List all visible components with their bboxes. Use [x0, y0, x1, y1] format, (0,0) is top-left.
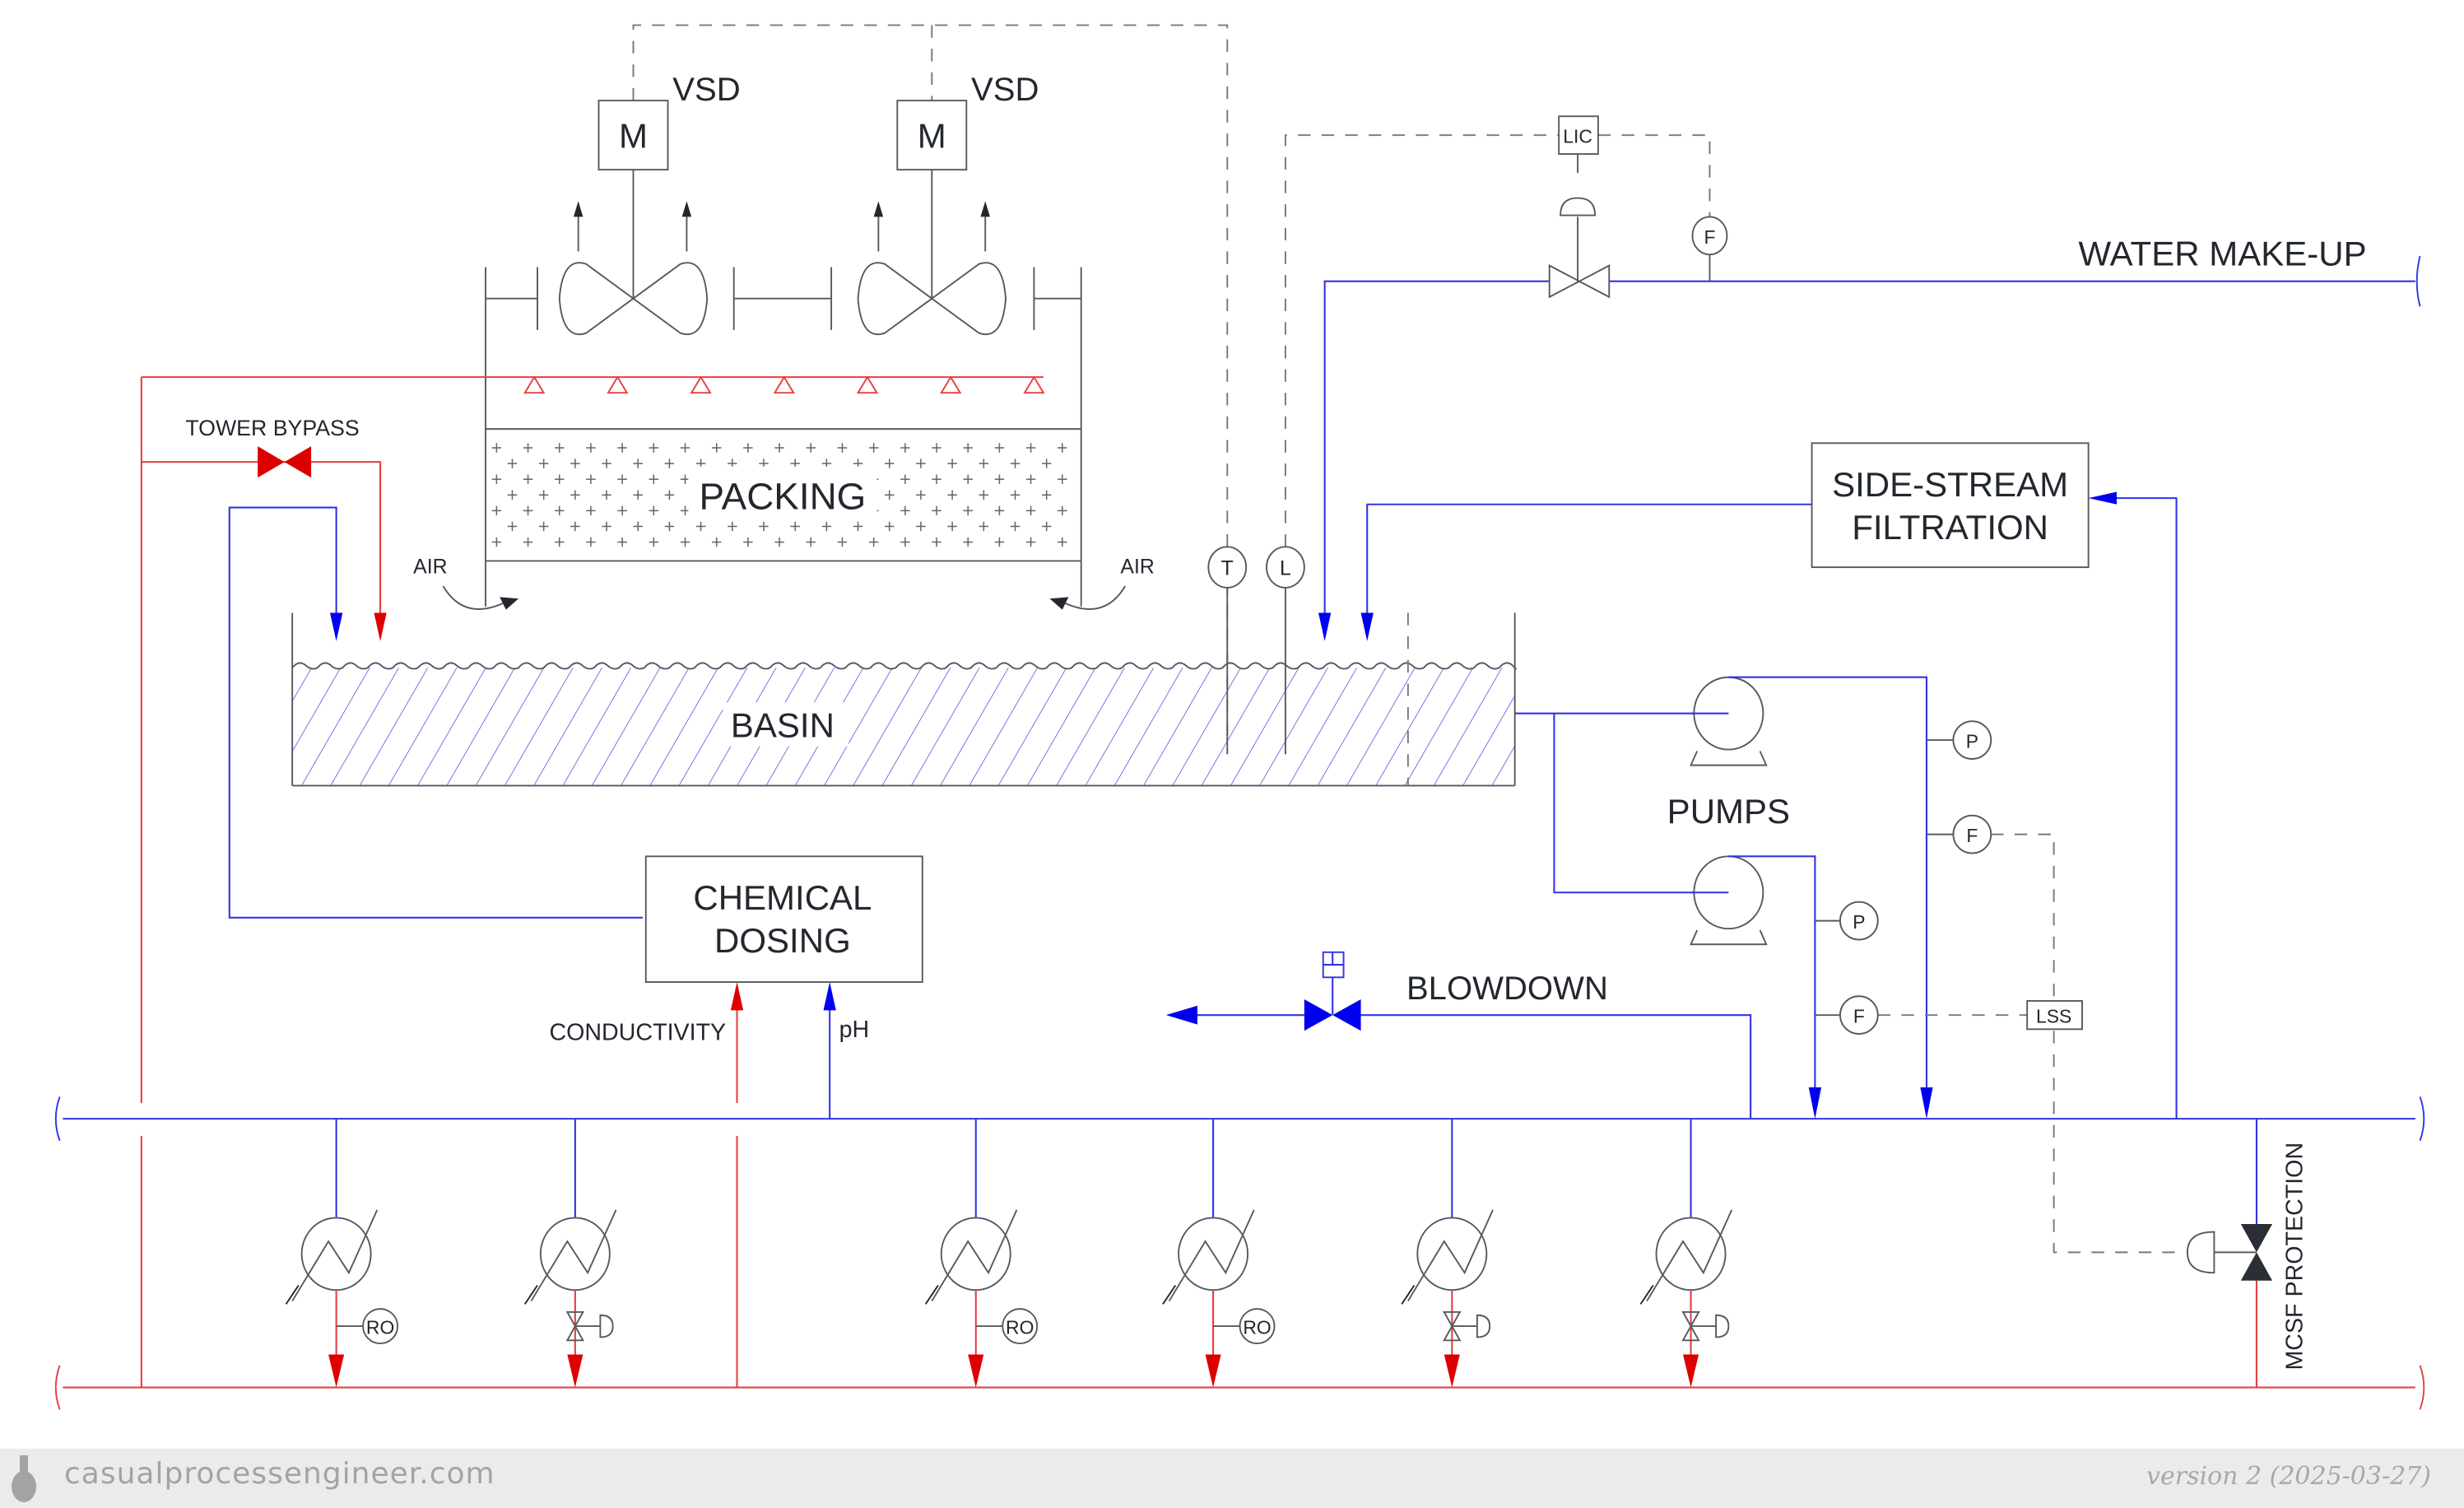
cooling-water-return-header [54, 1365, 2425, 1410]
restriction-orifice[interactable]: RO [975, 1308, 1039, 1345]
low-signal-selector-lss[interactable]: LSS [2026, 1000, 2083, 1031]
pumps-label: PUMPS [1667, 792, 1790, 831]
svg-text:F: F [1966, 825, 1978, 846]
restriction-orifice[interactable]: RO [1213, 1308, 1276, 1345]
pump-2-discharge-arrow [1808, 1087, 1822, 1119]
temperature-indicator[interactable]: T [1207, 546, 1248, 755]
mcsf-label: MCSF PROTECTION [2281, 1143, 2308, 1371]
level-transmitter[interactable]: L [1266, 134, 1560, 755]
basin[interactable]: BASIN [291, 612, 1517, 787]
version-label: version 2 (2025-03-27) [2146, 1462, 2431, 1491]
svg-text:F: F [1704, 226, 1715, 248]
ph-label: pH [839, 1017, 870, 1043]
cooling-tower-pid-diagram: M VSD M VSD [54, 24, 2425, 1410]
pump-1[interactable] [1690, 676, 1768, 766]
packing-label: PACKING [700, 475, 867, 517]
water-makeup-line: WATER MAKE-UP [1318, 235, 2421, 641]
svg-text:P: P [1853, 911, 1865, 933]
motor-2-label: M [918, 116, 946, 155]
svg-text:DOSING: DOSING [714, 921, 851, 960]
flask-logo-icon [12, 1455, 36, 1502]
blowdown-label: BLOWDOWN [1406, 970, 1608, 1007]
tower-bypass[interactable]: TOWER BYPASS [141, 416, 387, 641]
svg-text:CHEMICAL: CHEMICAL [693, 878, 872, 917]
dosing-inlet-arrow [329, 612, 343, 641]
brand-link[interactable]: casualprocessengineer.com [64, 1457, 495, 1491]
heat-exchanger-6[interactable] [1639, 1119, 1733, 1388]
fan-1[interactable] [558, 170, 709, 336]
chemical-dosing[interactable]: CHEMICAL DOSING [644, 855, 923, 984]
heat-exchanger-1[interactable]: RO [285, 1119, 399, 1388]
svg-text:T: T [1221, 558, 1234, 580]
svg-text:FILTRATION: FILTRATION [1852, 508, 2048, 547]
fan-2[interactable] [857, 170, 1007, 336]
footer: casualprocessengineer.com version 2 (202… [0, 1449, 2464, 1508]
control-valve[interactable] [1443, 1310, 1491, 1342]
control-valve[interactable] [1681, 1310, 1730, 1342]
tower-bypass-label: TOWER BYPASS [185, 416, 359, 440]
water-makeup-label: WATER MAKE-UP [2079, 235, 2367, 273]
pump-2-flow-indicator[interactable]: F [1815, 995, 2028, 1036]
svg-text:F: F [1853, 1006, 1865, 1027]
restriction-orifice[interactable]: RO [336, 1308, 399, 1345]
level-controller-lic[interactable]: LIC [1558, 115, 1711, 283]
pump-2[interactable] [1690, 855, 1768, 946]
svg-text:LIC: LIC [1563, 126, 1592, 147]
heat-exchanger-5[interactable] [1401, 1119, 1494, 1388]
motor-1-label: M [619, 116, 648, 155]
ro-label: RO [1006, 1317, 1034, 1338]
heat-exchanger-3[interactable]: RO [924, 1119, 1039, 1388]
packing: PACKING [486, 428, 1081, 562]
ph-arrow [823, 982, 836, 1011]
pump-1-pressure-indicator[interactable]: P [1926, 720, 1992, 760]
makeup-control-valve[interactable] [1548, 264, 1611, 299]
pump-1-flow-indicator[interactable]: F [1926, 814, 2177, 1254]
air-right-label: AIR [1120, 556, 1154, 579]
air-inlet-right: AIR [1049, 556, 1155, 610]
svg-text:LSS: LSS [2036, 1006, 2071, 1027]
vsd-2-label: VSD [971, 72, 1039, 108]
heat-exchanger-4[interactable]: RO [1162, 1119, 1276, 1388]
conductivity-label: CONDUCTIVITY [549, 1020, 726, 1046]
spray-header [141, 375, 1045, 394]
motor-1[interactable]: M [597, 100, 669, 171]
filtration-inlet-arrow [2088, 491, 2118, 505]
air-left-label: AIR [413, 556, 447, 579]
svg-text:SIDE-STREAM: SIDE-STREAM [1832, 465, 2068, 504]
tower-casing [485, 267, 1082, 607]
vsd-signal-lines [632, 24, 1229, 747]
pump-1-discharge-arrow [1920, 1087, 1933, 1119]
makeup-flow-indicator[interactable]: F [1691, 216, 1728, 282]
ro-label: RO [366, 1317, 394, 1338]
cooling-water-supply-header [54, 1096, 2425, 1142]
blowdown-valve[interactable] [1304, 951, 1361, 1031]
heat-exchanger-2[interactable] [523, 1119, 617, 1388]
pump-2-pressure-indicator[interactable]: P [1815, 901, 1879, 941]
svg-text:L: L [1280, 558, 1291, 580]
filtration-return-arrow [1360, 612, 1374, 641]
control-valve[interactable] [565, 1310, 614, 1342]
conductivity-arrow [730, 982, 744, 1011]
air-exhaust-arrows [573, 201, 990, 252]
svg-text:P: P [1966, 731, 1978, 752]
ro-label: RO [1243, 1317, 1271, 1338]
vsd-1-label: VSD [672, 72, 740, 108]
basin-label: BASIN [731, 705, 835, 744]
blowdown-line: BLOWDOWN [1165, 970, 1752, 1119]
side-stream-filtration[interactable]: SIDE-STREAM FILTRATION [1811, 442, 2090, 569]
mcsf-protection-valve[interactable]: MCSF PROTECTION [2186, 1119, 2308, 1388]
motor-2[interactable]: M [896, 100, 968, 171]
air-inlet-left: AIR [413, 556, 519, 610]
